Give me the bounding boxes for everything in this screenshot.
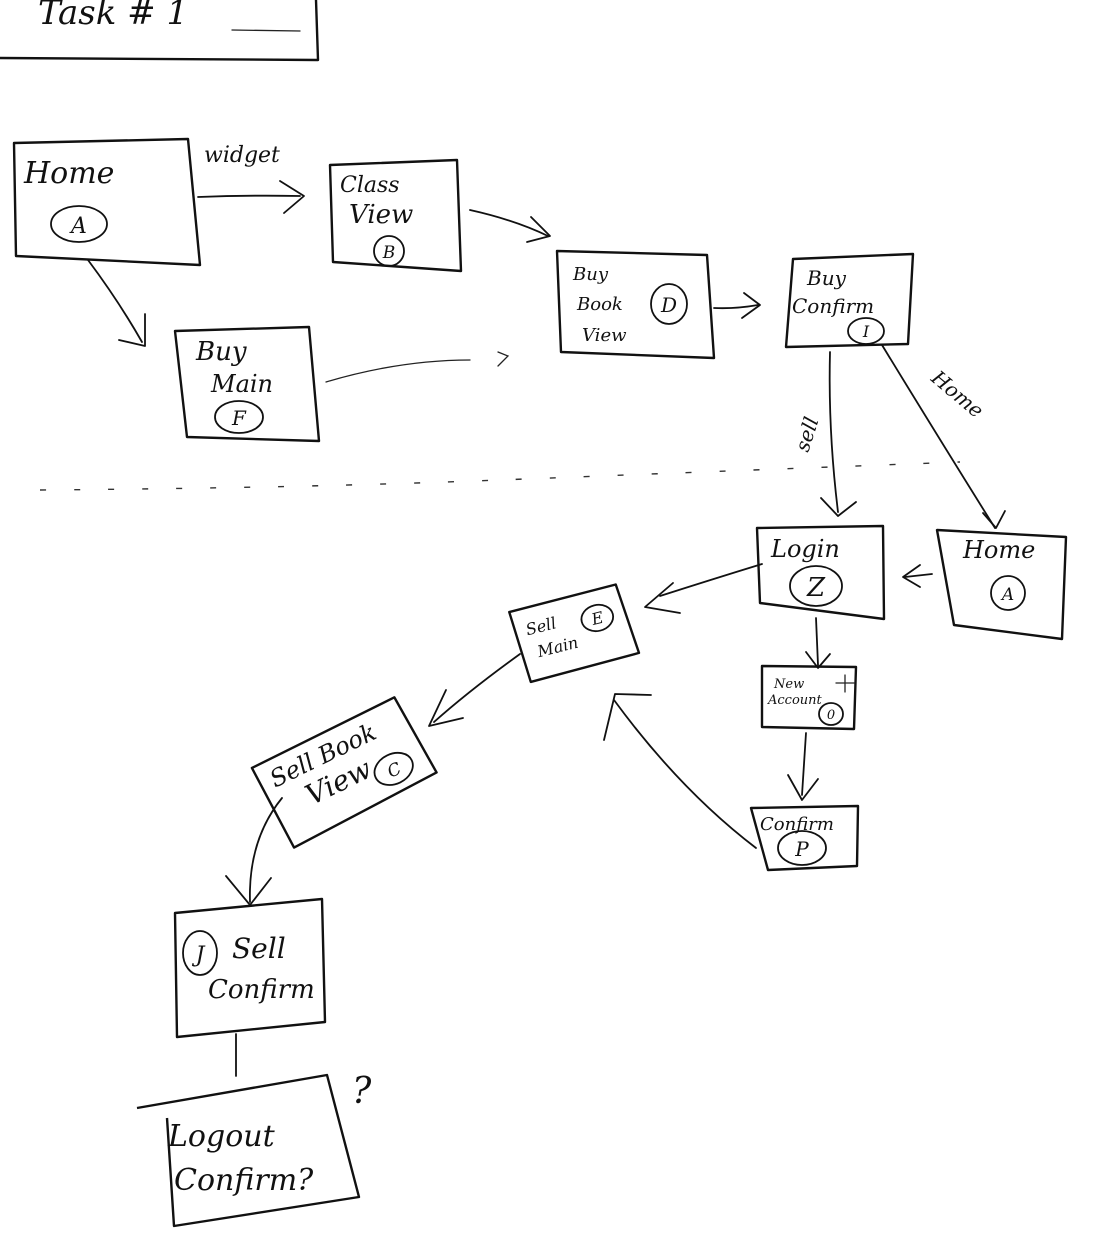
node-buy-main-badge: F (231, 406, 247, 430)
node-home-a-right-badge-circle (990, 575, 1026, 611)
node-class-view-line2: View (349, 200, 413, 230)
node-confirm-p-label: Confirm (760, 814, 834, 835)
node-class-view-badge-circle (373, 235, 405, 267)
node-buy-book-view-line1: Buy (572, 264, 609, 285)
node-logout-confirm-line2: Confirm? (174, 1163, 314, 1198)
node-buy-confirm: Buy Confirm I (784, 252, 915, 349)
edge-buymain-to-buybookview (325, 351, 510, 383)
node-sell-main: Sell Main E (508, 583, 641, 684)
node-sell-confirm-line2: Confirm (208, 975, 315, 1005)
node-logout-confirm-line1: Logout (167, 1119, 276, 1154)
node-login-badge: Z (806, 573, 826, 603)
node-sell-confirm: J Sell Confirm (173, 897, 327, 1039)
edge-login-to-sellmain (644, 563, 763, 614)
node-buy-book-view: Buy Book View D (555, 249, 716, 360)
node-buy-confirm-line1: Buy (806, 266, 847, 290)
node-sell-book-view-badge: C (384, 759, 404, 783)
edge-login-to-newaccount (805, 617, 831, 669)
node-sell-confirm-badge-circle (182, 930, 218, 976)
edge-label-sell: sell (790, 414, 824, 455)
edge-classview-to-buybookview (469, 209, 551, 243)
node-new-account-badge: 0 (827, 708, 835, 723)
node-sell-main-line2: Main (534, 633, 580, 662)
edge-home-to-classview: widget (197, 143, 305, 214)
edge-home-to-buymain (87, 259, 146, 347)
edge-buyconfirm-to-homeright: Home (881, 344, 1006, 529)
node-sell-confirm-line1: Sell (232, 932, 286, 965)
node-buy-book-view-line2: Book (576, 294, 623, 315)
node-login-label: Login (770, 535, 840, 563)
edge-label-widget: widget (204, 143, 280, 168)
node-sell-main-badge-circle (580, 603, 615, 633)
node-logout-confirm: Logout Confirm? ? (136, 1071, 372, 1228)
node-home-a-right-badge: A (1000, 585, 1014, 605)
node-sell-main-line1: Sell (524, 613, 558, 639)
node-new-account: New Account 0 (760, 664, 858, 731)
dashed-separator (39, 461, 961, 491)
node-sell-book-view-badge-circle (373, 751, 414, 786)
edge-sellbookview-to-sellconfirm (225, 797, 283, 906)
node-new-account-badge-circle (818, 702, 844, 726)
node-new-account-line2: Account (767, 693, 823, 708)
node-buy-confirm-badge-circle (847, 317, 885, 345)
node-confirm-p: Confirm P (749, 804, 860, 872)
node-buy-main-line1: Buy (195, 337, 247, 367)
node-sell-confirm-badge: J (192, 943, 206, 968)
node-confirm-p-badge: P (794, 837, 809, 861)
node-buy-book-view-badge-circle (650, 283, 688, 325)
edge-buybookview-to-buyconfirm (713, 292, 761, 319)
edge-homeright-to-login (902, 564, 933, 588)
node-new-account-line1: New (773, 677, 804, 692)
node-home-a-right-label: Home (962, 536, 1035, 564)
node-buy-book-view-badge: D (660, 293, 677, 317)
node-sell-main-badge: E (588, 608, 605, 630)
node-sell-book-view: Sell Book View C (250, 696, 438, 849)
node-login-badge-circle (789, 565, 843, 607)
node-confirm-p-badge-circle (777, 830, 827, 866)
node-logout-confirm-question-mark: ? (352, 1071, 372, 1112)
node-home-a: Home A (12, 137, 202, 267)
edge-confirm-to-sellmain (603, 693, 757, 849)
edge-newaccount-to-confirm (787, 732, 819, 801)
node-home-a-badge-circle (50, 205, 108, 243)
node-class-view: Class View B (328, 158, 463, 273)
node-buy-main-badge-circle (214, 400, 264, 434)
node-class-view-badge: B (382, 243, 396, 263)
node-class-view-line1: Class (340, 173, 400, 198)
node-login: Login Z (755, 524, 886, 621)
node-buy-main: Buy Main F (173, 325, 321, 443)
node-home-a-label: Home (23, 156, 114, 191)
edge-buyconfirm-to-login: sell (790, 351, 857, 517)
node-buy-confirm-line2: Confirm (792, 294, 874, 318)
edge-sellmain-to-sellbookview (428, 653, 521, 727)
task-label: Task # 1 (38, 0, 188, 33)
edge-label-home: Home (926, 365, 988, 423)
node-buy-confirm-badge: I (862, 322, 870, 341)
task-header: Task # 1 (0, 0, 320, 62)
node-home-a-right: Home A (935, 528, 1068, 641)
node-buy-book-view-line3: View (582, 325, 627, 346)
node-home-a-badge: A (69, 214, 87, 239)
node-buy-main-line2: Main (210, 370, 273, 398)
